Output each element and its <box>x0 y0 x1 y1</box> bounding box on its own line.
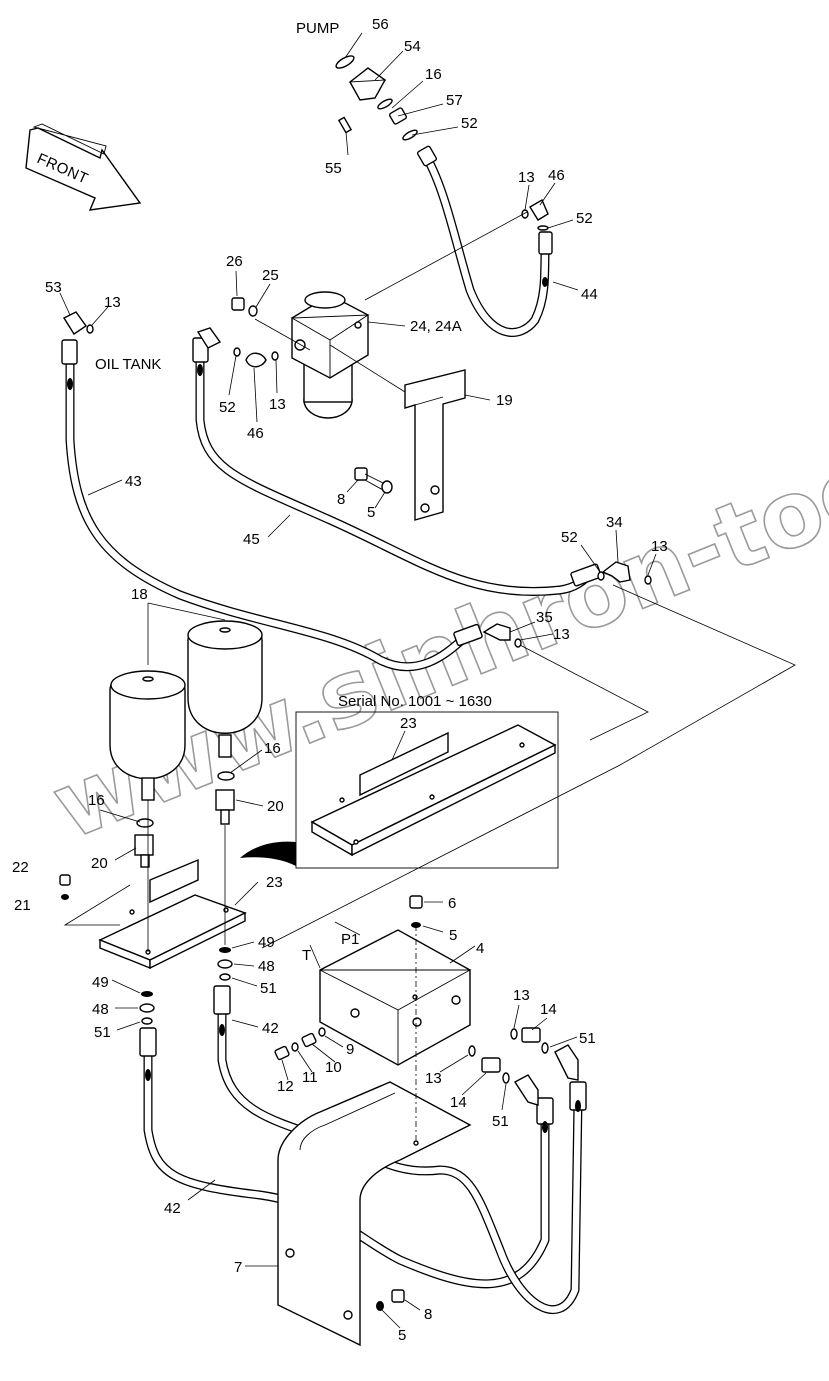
bracket-19 <box>404 369 466 521</box>
callout-8: 8 <box>424 1306 432 1323</box>
callout-46: 46 <box>247 425 264 442</box>
callout-42: 42 <box>262 1020 279 1037</box>
callout-14: 14 <box>450 1094 467 1111</box>
hose-42-right <box>213 985 587 1314</box>
callout-21: 21 <box>14 897 31 914</box>
callout-13: 13 <box>651 538 668 555</box>
callout-20: 20 <box>91 855 108 872</box>
callout-4: 4 <box>476 940 484 957</box>
note-port-t: T <box>302 947 311 964</box>
accumulator-right <box>187 620 263 758</box>
callout-11: 11 <box>302 1069 318 1086</box>
callout-23: 23 <box>400 715 417 732</box>
callout-57: 57 <box>446 92 463 109</box>
bolt-6 <box>409 895 423 928</box>
callout-13: 13 <box>104 294 121 311</box>
hose-45 <box>192 337 602 597</box>
accumulator-left <box>109 670 186 801</box>
filter-24 <box>290 291 370 419</box>
callout-5: 5 <box>367 504 375 521</box>
callout-13: 13 <box>518 169 535 186</box>
callout-56: 56 <box>372 16 389 33</box>
seal-stack-left <box>139 991 155 1025</box>
bolt-8-top <box>354 467 393 494</box>
callout-12: 12 <box>277 1078 294 1095</box>
callout-20: 20 <box>267 798 284 815</box>
callout-18: 18 <box>131 586 148 603</box>
callout-49: 49 <box>92 974 109 991</box>
callout-51: 51 <box>492 1113 509 1130</box>
callout-49: 49 <box>258 934 275 951</box>
callout-54: 54 <box>404 38 421 55</box>
o-ring-56 <box>335 55 355 69</box>
note-port-p1: P1 <box>341 931 359 948</box>
fittings-9-12 <box>274 1027 326 1061</box>
hose-44 <box>416 145 553 337</box>
callout-55: 55 <box>325 160 342 177</box>
callout-25: 25 <box>262 267 279 284</box>
callout-5: 5 <box>398 1327 406 1344</box>
callout-43: 43 <box>125 473 142 490</box>
callout-13: 13 <box>269 396 286 413</box>
callout-16: 16 <box>264 740 281 757</box>
callout-52: 52 <box>576 210 593 227</box>
elbow-34 <box>597 561 652 585</box>
callout-22: 22 <box>12 859 29 876</box>
callout-26: 26 <box>226 253 243 270</box>
callout-19: 19 <box>496 392 513 409</box>
fittings-right <box>468 1027 579 1106</box>
valve-block-4 <box>319 929 472 1066</box>
note-pump: PUMP <box>296 20 339 37</box>
callout-10: 10 <box>325 1059 342 1076</box>
callout-24-24a: 24, 24A <box>410 318 462 335</box>
callout-13: 13 <box>553 626 570 643</box>
callout-42: 42 <box>164 1200 181 1217</box>
callout-13: 13 <box>513 987 530 1004</box>
seal-stack-center <box>217 947 233 981</box>
front-arrow: FRONT <box>25 123 142 211</box>
callout-51: 51 <box>579 1030 596 1047</box>
labels: PUMP OIL TANK Serial No. 1001 ~ 1630 T P… <box>12 16 668 1344</box>
callout-23: 23 <box>266 874 283 891</box>
callout-14: 14 <box>540 1001 557 1018</box>
elbow-35 <box>482 623 522 648</box>
callout-leaders <box>59 32 657 1329</box>
hose-43 <box>61 339 483 672</box>
leader-lines <box>63 211 796 1140</box>
adapters-20 <box>134 771 235 868</box>
callout-48: 48 <box>258 958 275 975</box>
callout-13: 13 <box>425 1070 442 1087</box>
pump-fittings <box>335 55 418 141</box>
callout-35: 35 <box>536 609 553 626</box>
callout-9: 9 <box>346 1041 354 1058</box>
callout-46: 46 <box>548 167 565 184</box>
callout-52: 52 <box>219 399 236 416</box>
callout-16: 16 <box>425 66 442 83</box>
bolt-55 <box>337 116 353 134</box>
callout-53: 53 <box>45 279 62 296</box>
callout-48: 48 <box>92 1001 109 1018</box>
callout-52: 52 <box>461 115 478 132</box>
callout-34: 34 <box>606 514 623 531</box>
callout-51: 51 <box>260 980 277 997</box>
note-serial: Serial No. 1001 ~ 1630 <box>338 693 492 710</box>
callout-44: 44 <box>581 286 598 303</box>
fittings-top-left <box>62 198 549 368</box>
reference-arrow <box>240 841 296 866</box>
note-oil-tank: OIL TANK <box>95 356 161 373</box>
serial-inset <box>240 711 559 869</box>
flange-54 <box>349 67 386 101</box>
callout-8: 8 <box>337 491 345 508</box>
callout-52: 52 <box>561 529 578 546</box>
callout-6: 6 <box>448 895 456 912</box>
bracket-7 <box>277 1081 472 1347</box>
callout-45: 45 <box>243 531 260 548</box>
callout-7: 7 <box>234 1259 242 1276</box>
callout-16: 16 <box>88 792 105 809</box>
callout-5: 5 <box>449 927 457 944</box>
bolt-22 <box>59 874 71 900</box>
callout-51: 51 <box>94 1024 111 1041</box>
